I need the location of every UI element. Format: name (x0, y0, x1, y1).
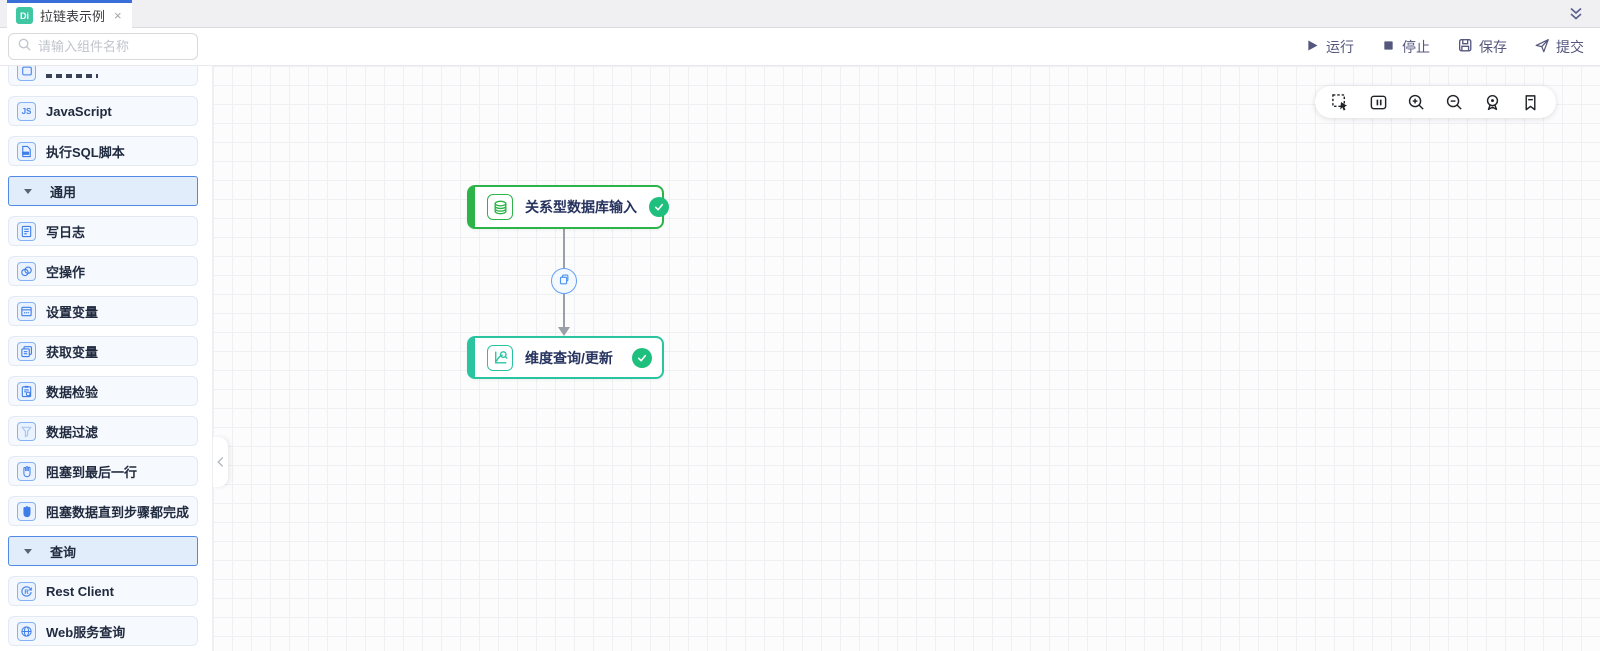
sidebar-item-label: Rest Client (46, 583, 114, 599)
copy-icon (557, 272, 571, 291)
sidebar-item-javascript[interactable]: JS JavaScript (8, 96, 198, 126)
component-palette: JS JavaScript 执行SQL脚本 通用 (0, 66, 212, 651)
sidebar-item-label: 数据检验 (46, 384, 99, 400)
sidebar-item-label: 数据过滤 (46, 424, 99, 440)
sidebar-item-label: 获取变量 (46, 344, 99, 360)
tab-bar: Di 拉链表示例 × (0, 0, 1600, 28)
flow-canvas[interactable]: 关系型数据库输入 维度查询/更新 (212, 66, 1600, 651)
stop-button[interactable]: 停止 (1381, 37, 1430, 57)
hop-copy-badge[interactable] (551, 268, 577, 294)
play-icon (1305, 38, 1320, 56)
run-actions: 运行 停止 保存 (1305, 37, 1584, 57)
data-filter-funnel-icon (17, 421, 36, 441)
sidebar-item-label: 阻塞到最后一行 (46, 464, 138, 480)
node-title: 维度查询/更新 (525, 349, 613, 366)
search-icon (17, 37, 32, 57)
save-icon (1457, 37, 1473, 56)
stop-label: 停止 (1402, 38, 1430, 55)
component-search-box (8, 33, 198, 60)
double-chevron-down-icon[interactable] (1568, 6, 1584, 27)
clipped-label-fragment (46, 74, 98, 78)
sidebar-item-data-filter[interactable]: 数据过滤 (8, 416, 198, 446)
block-hand-outline-icon (17, 461, 36, 481)
save-label: 保存 (1479, 38, 1507, 55)
block-hand-filled-icon (17, 501, 36, 521)
tab-title: 拉链表示例 (40, 9, 106, 24)
sidebar-item-label: JavaScript (46, 103, 112, 119)
section-label: 通用 (50, 184, 77, 200)
marquee-select-icon[interactable] (1331, 93, 1350, 112)
sidebar-item-write-log[interactable]: 写日志 (8, 216, 198, 246)
section-header-lookup[interactable]: 查询 (8, 536, 198, 566)
stop-icon (1381, 38, 1396, 56)
sidebar-item-rest-client[interactable]: R Rest Client (8, 576, 198, 606)
node-table-input[interactable]: 关系型数据库输入 (467, 185, 669, 229)
sidebar-item-get-variable[interactable]: 获取变量 (8, 336, 198, 366)
save-button[interactable]: 保存 (1457, 37, 1507, 57)
sidebar-item-label: 设置变量 (46, 304, 99, 320)
section-label: 查询 (50, 544, 77, 560)
canvas-toolbar (1315, 86, 1556, 118)
sidebar-item-label: Web服务查询 (46, 624, 126, 640)
chevron-down-icon (24, 548, 32, 554)
node-dimension-lookup[interactable]: 维度查询/更新 (467, 336, 664, 379)
sql-file-icon (17, 141, 36, 161)
javascript-icon: JS (17, 101, 36, 121)
minimap-icon[interactable] (1369, 93, 1388, 112)
database-icon (487, 194, 513, 220)
sidebar-item-noop[interactable]: 空操作 (8, 256, 198, 286)
run-label: 运行 (1326, 38, 1354, 55)
set-variable-window-icon (17, 301, 36, 321)
submit-icon (1534, 37, 1550, 56)
sidebar-item-block-until-last-row[interactable]: 阻塞到最后一行 (8, 456, 198, 486)
zoom-in-icon[interactable] (1407, 93, 1426, 112)
sidebar-item-label: 空操作 (46, 264, 86, 280)
sidebar-item-web-service-lookup[interactable]: Web服务查询 (8, 616, 198, 646)
sidebar-item-set-variable[interactable]: 设置变量 (8, 296, 198, 326)
zoom-locate-icon[interactable] (1483, 93, 1502, 112)
chevron-down-icon (24, 188, 32, 194)
run-button[interactable]: 运行 (1305, 37, 1354, 57)
log-file-icon (17, 221, 36, 241)
dimension-lookup-icon (487, 344, 513, 371)
sidebar-item-block-until-steps-finish[interactable]: 阻塞数据直到步骤都完成 (8, 496, 198, 526)
svg-text:R: R (24, 589, 29, 595)
node-title: 关系型数据库输入 (525, 199, 637, 215)
noop-circles-icon (17, 261, 36, 281)
tab-close-icon[interactable]: × (114, 8, 122, 23)
header-bar: 运行 停止 保存 (0, 28, 1600, 66)
bookmark-icon[interactable] (1521, 93, 1540, 112)
data-validate-clipboard-icon (17, 381, 36, 401)
rest-client-circle-icon: R (17, 581, 36, 601)
tab-pipeline[interactable]: Di 拉链表示例 × (7, 0, 132, 28)
zoom-out-icon[interactable] (1445, 93, 1464, 112)
section-header-general[interactable]: 通用 (8, 176, 198, 206)
di-badge: Di (16, 7, 33, 24)
flow-edge-arrowhead (558, 327, 570, 342)
clipped-partial-item-icon (17, 66, 36, 81)
sidebar-item-label: 阻塞数据直到步骤都完成 (46, 504, 190, 520)
success-check-badge (632, 347, 652, 368)
submit-button[interactable]: 提交 (1534, 37, 1584, 57)
main-split: JS JavaScript 执行SQL脚本 通用 (0, 66, 1600, 651)
sidebar-item-label: 执行SQL脚本 (46, 144, 125, 160)
web-globe-icon (17, 621, 36, 641)
get-variable-windows-icon (17, 341, 36, 361)
success-check-badge (649, 197, 669, 217)
search-input[interactable] (38, 39, 189, 54)
sidebar-item-data-validate[interactable]: 数据检验 (8, 376, 198, 406)
sidebar-item-execute-sql[interactable]: 执行SQL脚本 (8, 136, 198, 166)
sidebar-item-label: 写日志 (46, 224, 86, 240)
submit-label: 提交 (1556, 38, 1584, 55)
sidebar-item-clipped[interactable] (8, 66, 198, 86)
sidebar-collapse-handle[interactable] (213, 437, 228, 487)
